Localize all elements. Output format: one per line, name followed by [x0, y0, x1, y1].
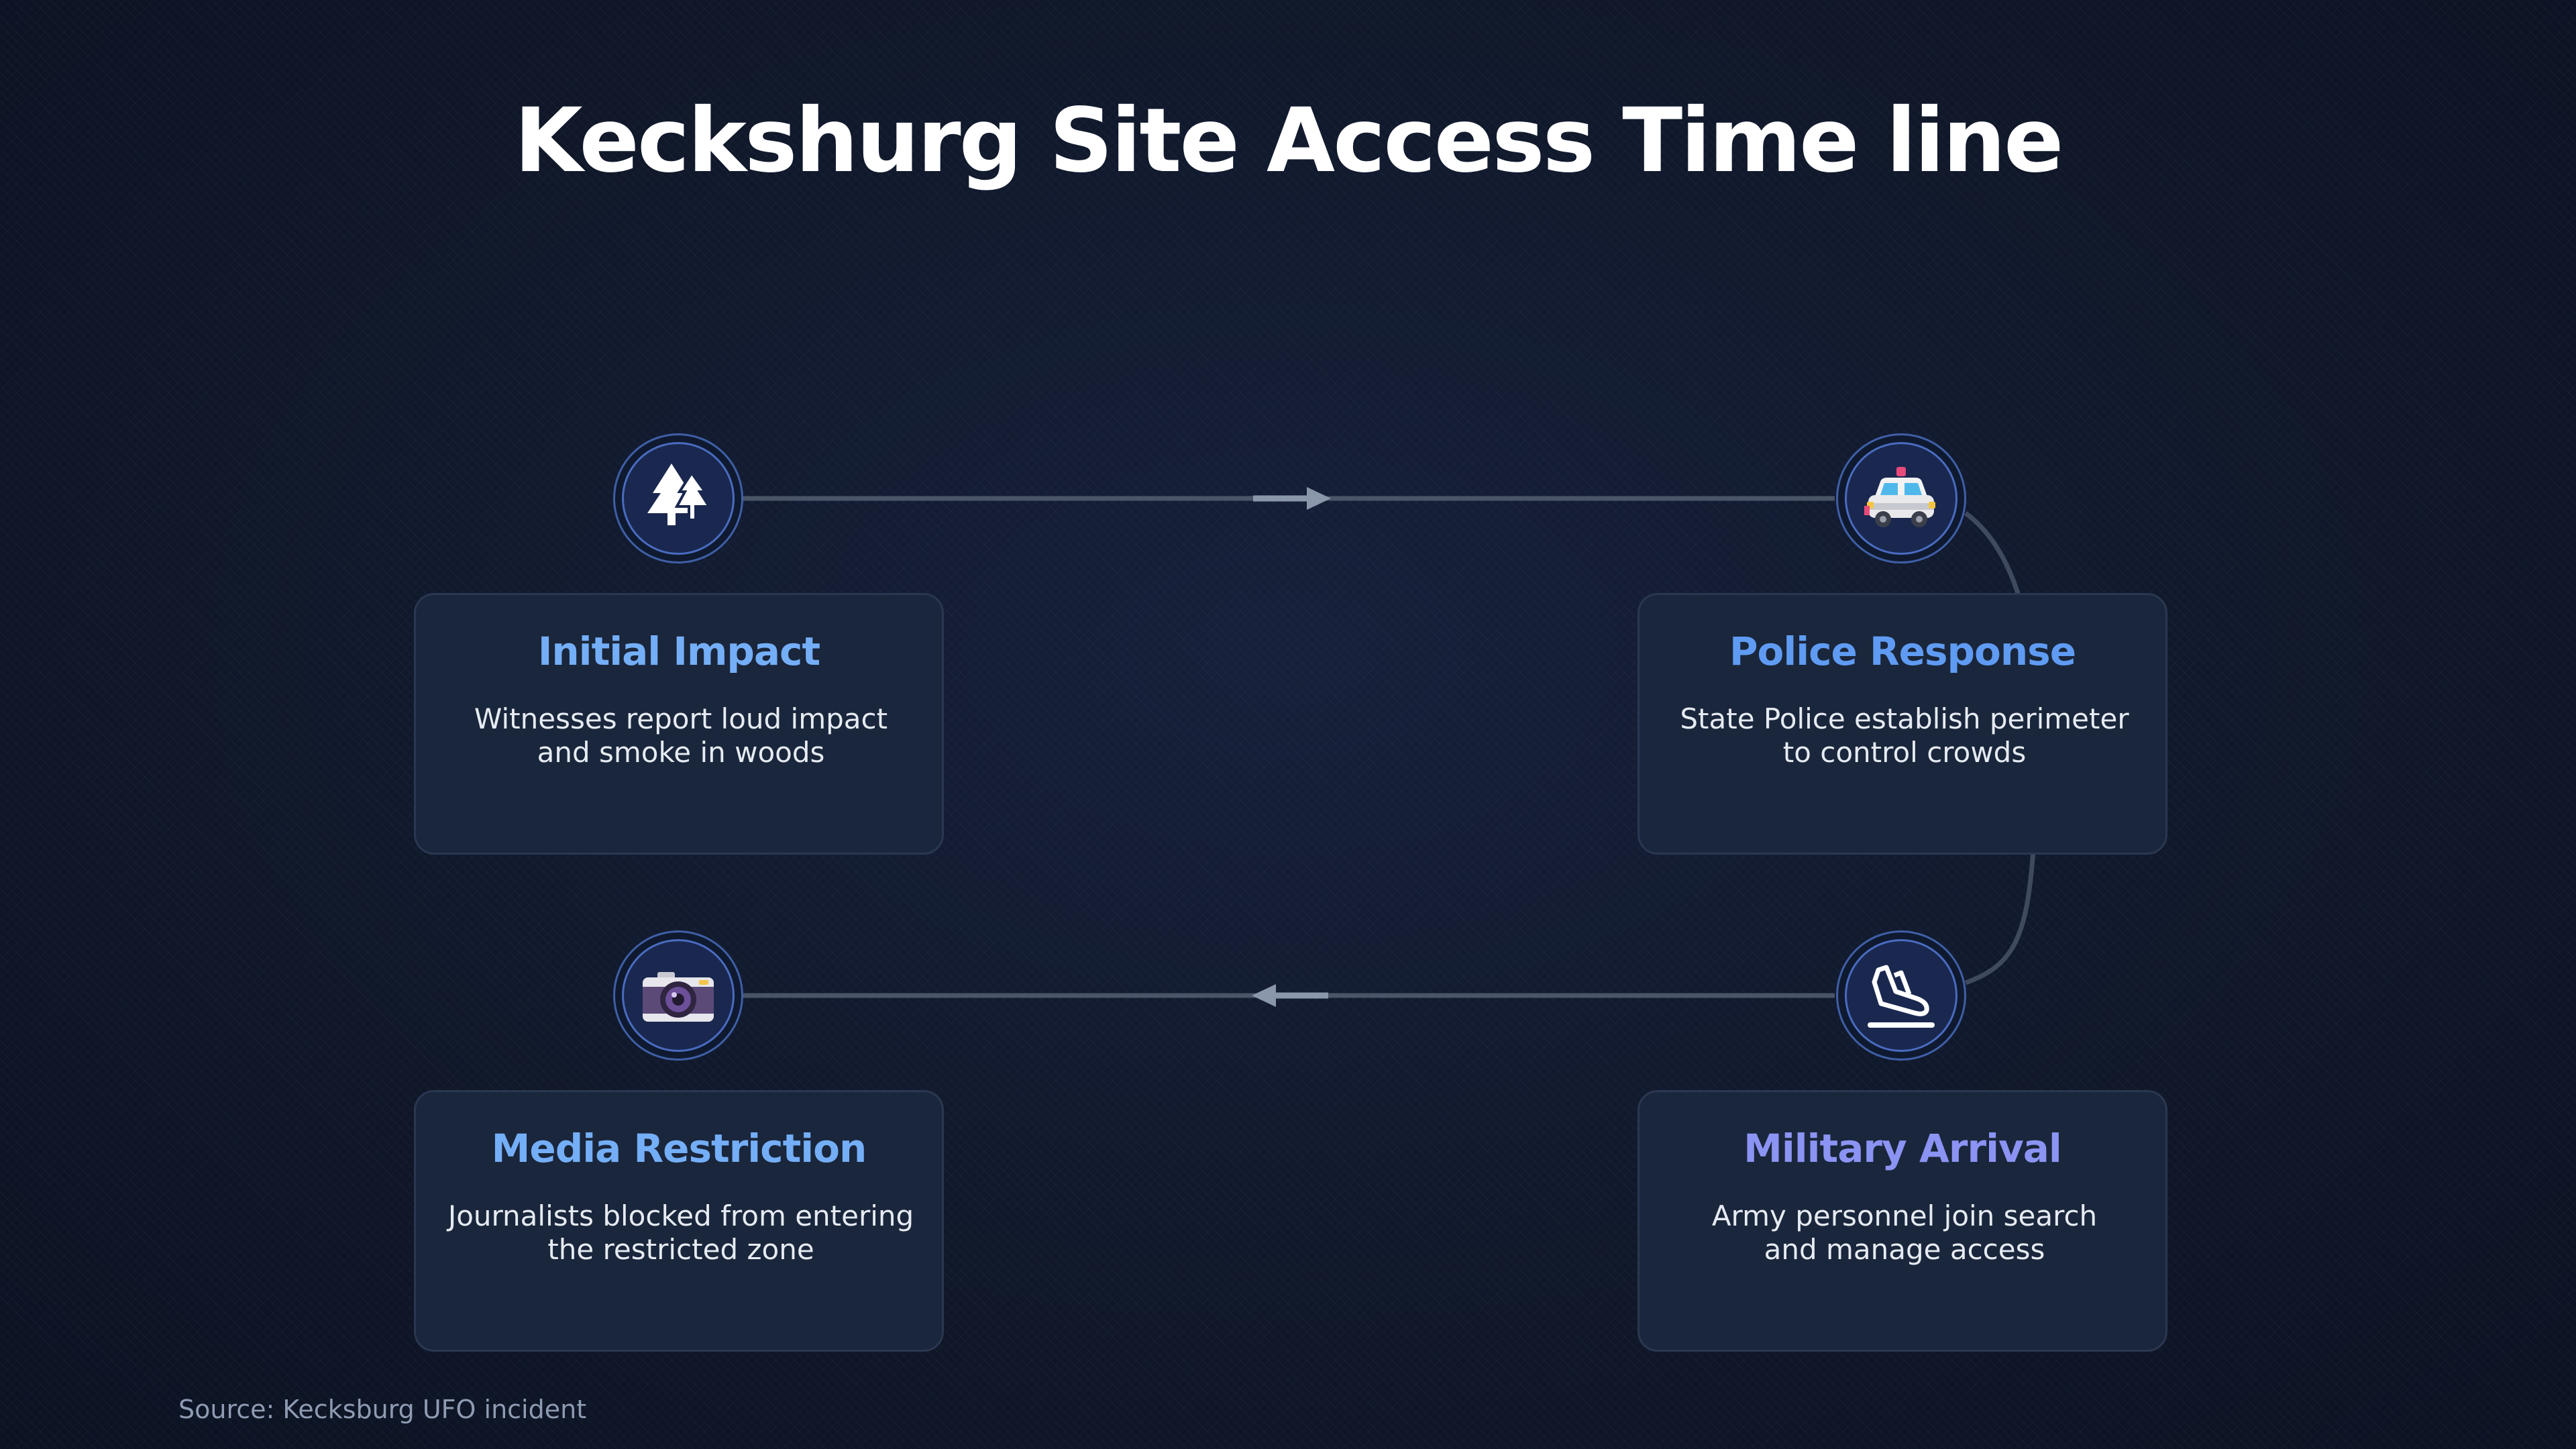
arrowhead-right [1307, 487, 1331, 510]
step-title: Media Restriction [491, 1126, 867, 1171]
step-description: State Police establish perimeter to cont… [1680, 702, 2129, 769]
step-title: Police Response [1729, 629, 2076, 674]
step-description: Army personnel join search and manage ac… [1711, 1199, 2098, 1266]
airplane-landing-icon [1868, 965, 1935, 1028]
police-car-icon [1864, 467, 1935, 527]
node-media-restriction [613, 930, 743, 1061]
card-initial-impact: Initial Impact Witnesses report loud imp… [414, 593, 944, 855]
card-police-response: Police Response State Police establish p… [1638, 593, 2167, 855]
node-police-response [1836, 433, 1966, 564]
card-military-arrival: Military Arrival Army personnel join sea… [1638, 1090, 2167, 1352]
camera-icon [643, 972, 714, 1022]
step-title: Military Arrival [1743, 1126, 2062, 1171]
card-media-restriction: Media Restriction Journalists blocked fr… [414, 1090, 944, 1352]
trees-icon [647, 464, 712, 525]
page-title: Keckshurg Site Access Time line [514, 89, 2063, 193]
node-initial-impact [613, 433, 743, 564]
step-title: Initial Impact [537, 629, 820, 674]
source-caption: Source: Kecksburg UFO incident [178, 1395, 587, 1424]
step-description: Journalists blocked from entering the re… [447, 1199, 914, 1266]
node-military-arrival [1836, 930, 1966, 1061]
arrowhead-left [1252, 984, 1276, 1007]
step-description: Witnesses report loud impact and smoke i… [474, 702, 888, 769]
